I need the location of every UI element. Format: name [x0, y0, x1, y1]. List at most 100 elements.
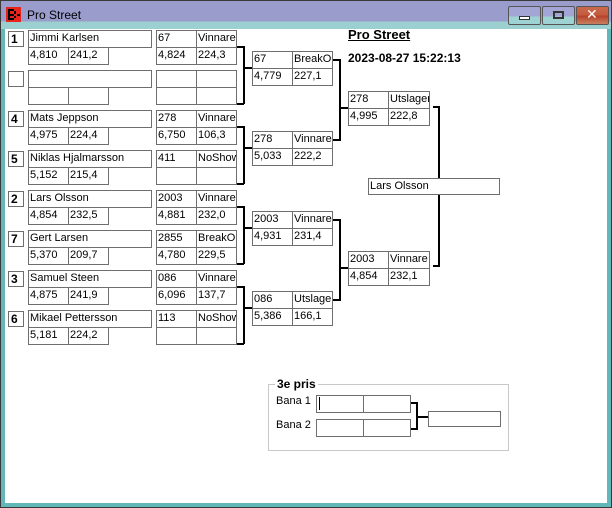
reaction-time-field[interactable]: 4,875	[28, 287, 69, 305]
lane1-input-a[interactable]	[316, 395, 364, 413]
maximize-icon	[553, 11, 564, 19]
final-winner-field[interactable]: Lars Olsson	[368, 178, 500, 195]
bracket-line	[339, 267, 348, 269]
elapsed-time-field[interactable]: 229,5	[196, 247, 237, 265]
driver-name-field[interactable]: Samuel Steen	[28, 270, 152, 288]
status-field[interactable]: Vinnare	[292, 131, 333, 149]
reaction-time-field[interactable]: 5,152	[28, 167, 69, 185]
car-number-field[interactable]: 67	[156, 30, 197, 48]
driver-name-field[interactable]: Gert Larsen	[28, 230, 152, 248]
driver-name-field[interactable]: Mats Jeppson	[28, 110, 152, 128]
lane1-input-b[interactable]	[363, 395, 411, 413]
car-number-field[interactable]: 086	[252, 291, 293, 309]
elapsed-time-field[interactable]: 241,2	[68, 47, 109, 65]
reaction-time-field[interactable]: 4,854	[348, 268, 389, 286]
elapsed-time-field[interactable]: 224,4	[68, 127, 109, 145]
car-number-field[interactable]: 2003	[156, 190, 197, 208]
third-place-result[interactable]	[428, 411, 501, 427]
car-number-field[interactable]: 278	[156, 110, 197, 128]
reaction-time-field[interactable]: 4,779	[252, 68, 293, 86]
reaction-time-field[interactable]: 4,780	[156, 247, 197, 265]
status-field[interactable]: NoShow	[196, 310, 237, 328]
car-number-field[interactable]: 2855	[156, 230, 197, 248]
elapsed-time-field[interactable]: 227,1	[292, 68, 333, 86]
reaction-time-field[interactable]: 5,386	[252, 308, 293, 326]
minimize-button[interactable]	[508, 6, 541, 25]
elapsed-time-field[interactable]: 209,7	[68, 247, 109, 265]
car-number-field[interactable]: 113	[156, 310, 197, 328]
elapsed-time-field[interactable]: 166,1	[292, 308, 333, 326]
car-number-field[interactable]: 278	[348, 91, 389, 109]
app-icon	[6, 7, 21, 22]
elapsed-time-field[interactable]: 224,2	[68, 327, 109, 345]
status-field[interactable]: Vinnare	[196, 270, 237, 288]
elapsed-time-field[interactable]: 222,8	[388, 108, 430, 126]
status-field[interactable]: Vinnare	[292, 211, 333, 229]
status-field[interactable]: Vinnare	[196, 110, 237, 128]
elapsed-time-field[interactable]: 224,3	[196, 47, 237, 65]
bracket-line	[243, 46, 245, 104]
reaction-time-field[interactable]	[28, 87, 69, 105]
elapsed-time-field[interactable]: 231,4	[292, 228, 333, 246]
reaction-time-field[interactable]: 6,096	[156, 287, 197, 305]
status-field[interactable]	[196, 70, 237, 88]
reaction-time-field[interactable]: 5,370	[28, 247, 69, 265]
car-number-field[interactable]: 2003	[252, 211, 293, 229]
text-caret	[319, 397, 320, 410]
reaction-time-field[interactable]	[156, 87, 197, 105]
reaction-time-field[interactable]: 4,824	[156, 47, 197, 65]
elapsed-time-field[interactable]: 241,9	[68, 287, 109, 305]
status-field[interactable]: Vinnare	[196, 30, 237, 48]
driver-name-field[interactable]: Jimmi Karlsen	[28, 30, 152, 48]
elapsed-time-field[interactable]: 215,4	[68, 167, 109, 185]
elapsed-time-field[interactable]	[196, 167, 237, 185]
reaction-time-field[interactable]: 4,995	[348, 108, 389, 126]
car-number-field[interactable]: 2003	[348, 251, 389, 269]
elapsed-time-field[interactable]: 232,0	[196, 207, 237, 225]
reaction-time-field[interactable]: 6,750	[156, 127, 197, 145]
car-number-field[interactable]: 67	[252, 51, 293, 69]
close-button[interactable]: ✕	[576, 6, 609, 25]
status-field[interactable]: BreakOut	[196, 230, 237, 248]
bracket-line	[438, 195, 440, 267]
car-number-field[interactable]: 086	[156, 270, 197, 288]
reaction-time-field[interactable]	[156, 167, 197, 185]
status-field[interactable]: BreakOut	[292, 51, 333, 69]
driver-name-field[interactable]	[28, 70, 152, 88]
driver-name-field[interactable]: Mikael Pettersson	[28, 310, 152, 328]
third-place-group	[268, 384, 509, 451]
bracket-line	[411, 428, 417, 430]
status-field[interactable]: Vinnare	[388, 251, 430, 269]
reaction-time-field[interactable]: 4,810	[28, 47, 69, 65]
lane2-input-b[interactable]	[363, 419, 411, 437]
maximize-button[interactable]	[542, 6, 575, 25]
driver-name-field[interactable]: Lars Olsson	[28, 190, 152, 208]
elapsed-time-field[interactable]	[196, 87, 237, 105]
elapsed-time-field[interactable]: 222,2	[292, 148, 333, 166]
reaction-time-field[interactable]	[156, 327, 197, 345]
reaction-time-field[interactable]: 4,975	[28, 127, 69, 145]
elapsed-time-field[interactable]: 106,3	[196, 127, 237, 145]
reaction-time-field[interactable]: 5,033	[252, 148, 293, 166]
reaction-time-field[interactable]: 4,881	[156, 207, 197, 225]
elapsed-time-field[interactable]: 137,7	[196, 287, 237, 305]
lane2-input-a[interactable]	[316, 419, 364, 437]
title-bar[interactable]: Pro Street ✕	[1, 1, 611, 29]
elapsed-time-field[interactable]: 232,5	[68, 207, 109, 225]
seed-number: 3	[8, 271, 24, 287]
driver-name-field[interactable]: Niklas Hjalmarsson	[28, 150, 152, 168]
status-field[interactable]: Vinnare	[196, 190, 237, 208]
seed-number: 4	[8, 111, 24, 127]
car-number-field[interactable]: 411	[156, 150, 197, 168]
car-number-field[interactable]	[156, 70, 197, 88]
status-field[interactable]: NoShow	[196, 150, 237, 168]
car-number-field[interactable]: 278	[252, 131, 293, 149]
reaction-time-field[interactable]: 4,854	[28, 207, 69, 225]
reaction-time-field[interactable]: 4,931	[252, 228, 293, 246]
elapsed-time-field[interactable]	[68, 87, 109, 105]
reaction-time-field[interactable]: 5,181	[28, 327, 69, 345]
status-field[interactable]: Utslagen	[292, 291, 333, 309]
elapsed-time-field[interactable]: 232,1	[388, 268, 430, 286]
elapsed-time-field[interactable]	[196, 327, 237, 345]
status-field[interactable]: Utslagen	[388, 91, 430, 109]
